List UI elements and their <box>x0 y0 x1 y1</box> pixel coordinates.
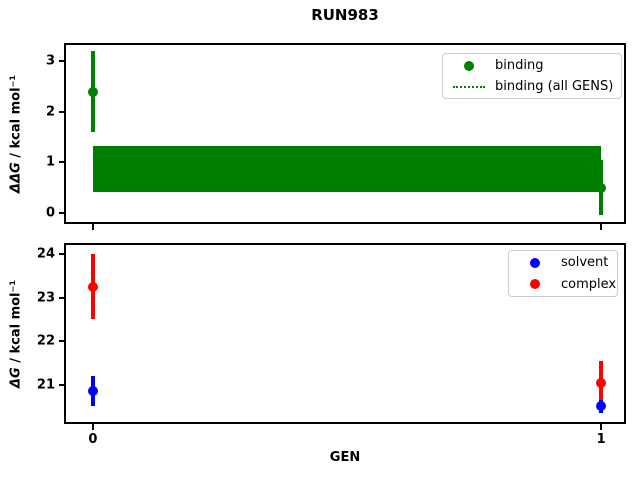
y-tick-mark <box>59 340 66 343</box>
x-tick-mark <box>600 423 603 430</box>
y-tick-mark <box>59 383 66 386</box>
y-tick-label: 21 <box>36 377 55 393</box>
legend-label-binding-all-gens: binding (all GENS) <box>495 79 614 94</box>
y-tick-label: 2 <box>45 104 55 120</box>
top-y-axis-label-unit: / kcal mol⁻¹ <box>8 74 24 163</box>
figure-title: RUN983 <box>311 6 379 24</box>
top-y-axis-label: ΔΔG / kcal mol⁻¹ <box>9 75 24 193</box>
legend-top: binding binding (all GENS) <box>442 53 622 99</box>
legend-item-binding-all-gens: binding (all GENS) <box>449 77 615 96</box>
y-tick-label: 24 <box>36 246 55 262</box>
y-tick-mark <box>59 110 66 113</box>
y-tick-label: 1 <box>45 154 55 170</box>
y-tick-label: 22 <box>36 333 55 349</box>
x-tick-mark <box>91 423 94 430</box>
x-tick-label: 0 <box>88 432 98 447</box>
x-tick-mark <box>600 223 603 230</box>
data-point-marker <box>87 86 98 97</box>
dotted-line-icon <box>453 85 485 88</box>
data-point-marker <box>87 386 98 397</box>
complex-marker-icon <box>530 279 540 290</box>
bottom-axes-frame <box>64 243 626 424</box>
top-axes-frame <box>64 43 626 224</box>
x-tick-mark <box>91 223 94 230</box>
data-point-marker <box>596 182 607 193</box>
top-y-axis-label-math: ΔΔG <box>8 162 24 194</box>
legend-bottom: solvent complex <box>508 250 618 297</box>
bottom-y-axis-label-math: ΔG <box>8 367 24 389</box>
y-tick-label: 0 <box>45 205 55 221</box>
data-point-marker <box>596 401 607 412</box>
y-tick-mark <box>59 211 66 214</box>
legend-label-binding: binding <box>495 58 544 73</box>
bottom-y-axis-label: ΔG / kcal mol⁻¹ <box>9 280 24 388</box>
y-tick-mark <box>59 296 66 299</box>
y-tick-mark <box>59 60 66 63</box>
y-tick-mark <box>59 161 66 164</box>
x-tick-label: 1 <box>596 432 606 447</box>
legend-label-complex: complex <box>561 276 617 292</box>
legend-label-solvent: solvent <box>561 255 609 271</box>
data-point-marker <box>596 377 607 388</box>
y-tick-label: 3 <box>45 53 55 69</box>
legend-item-solvent: solvent <box>515 253 611 273</box>
x-axis-label: GEN <box>329 450 361 465</box>
y-tick-mark <box>59 253 66 256</box>
confidence-band <box>92 145 602 193</box>
legend-item-complex: complex <box>515 275 616 295</box>
legend-item-binding: binding <box>449 56 615 75</box>
bottom-y-axis-label-unit: / kcal mol⁻¹ <box>8 279 24 368</box>
data-point-marker <box>87 281 98 292</box>
y-tick-label: 23 <box>36 290 55 306</box>
binding-marker-icon <box>464 60 474 71</box>
solvent-marker-icon <box>530 257 540 268</box>
